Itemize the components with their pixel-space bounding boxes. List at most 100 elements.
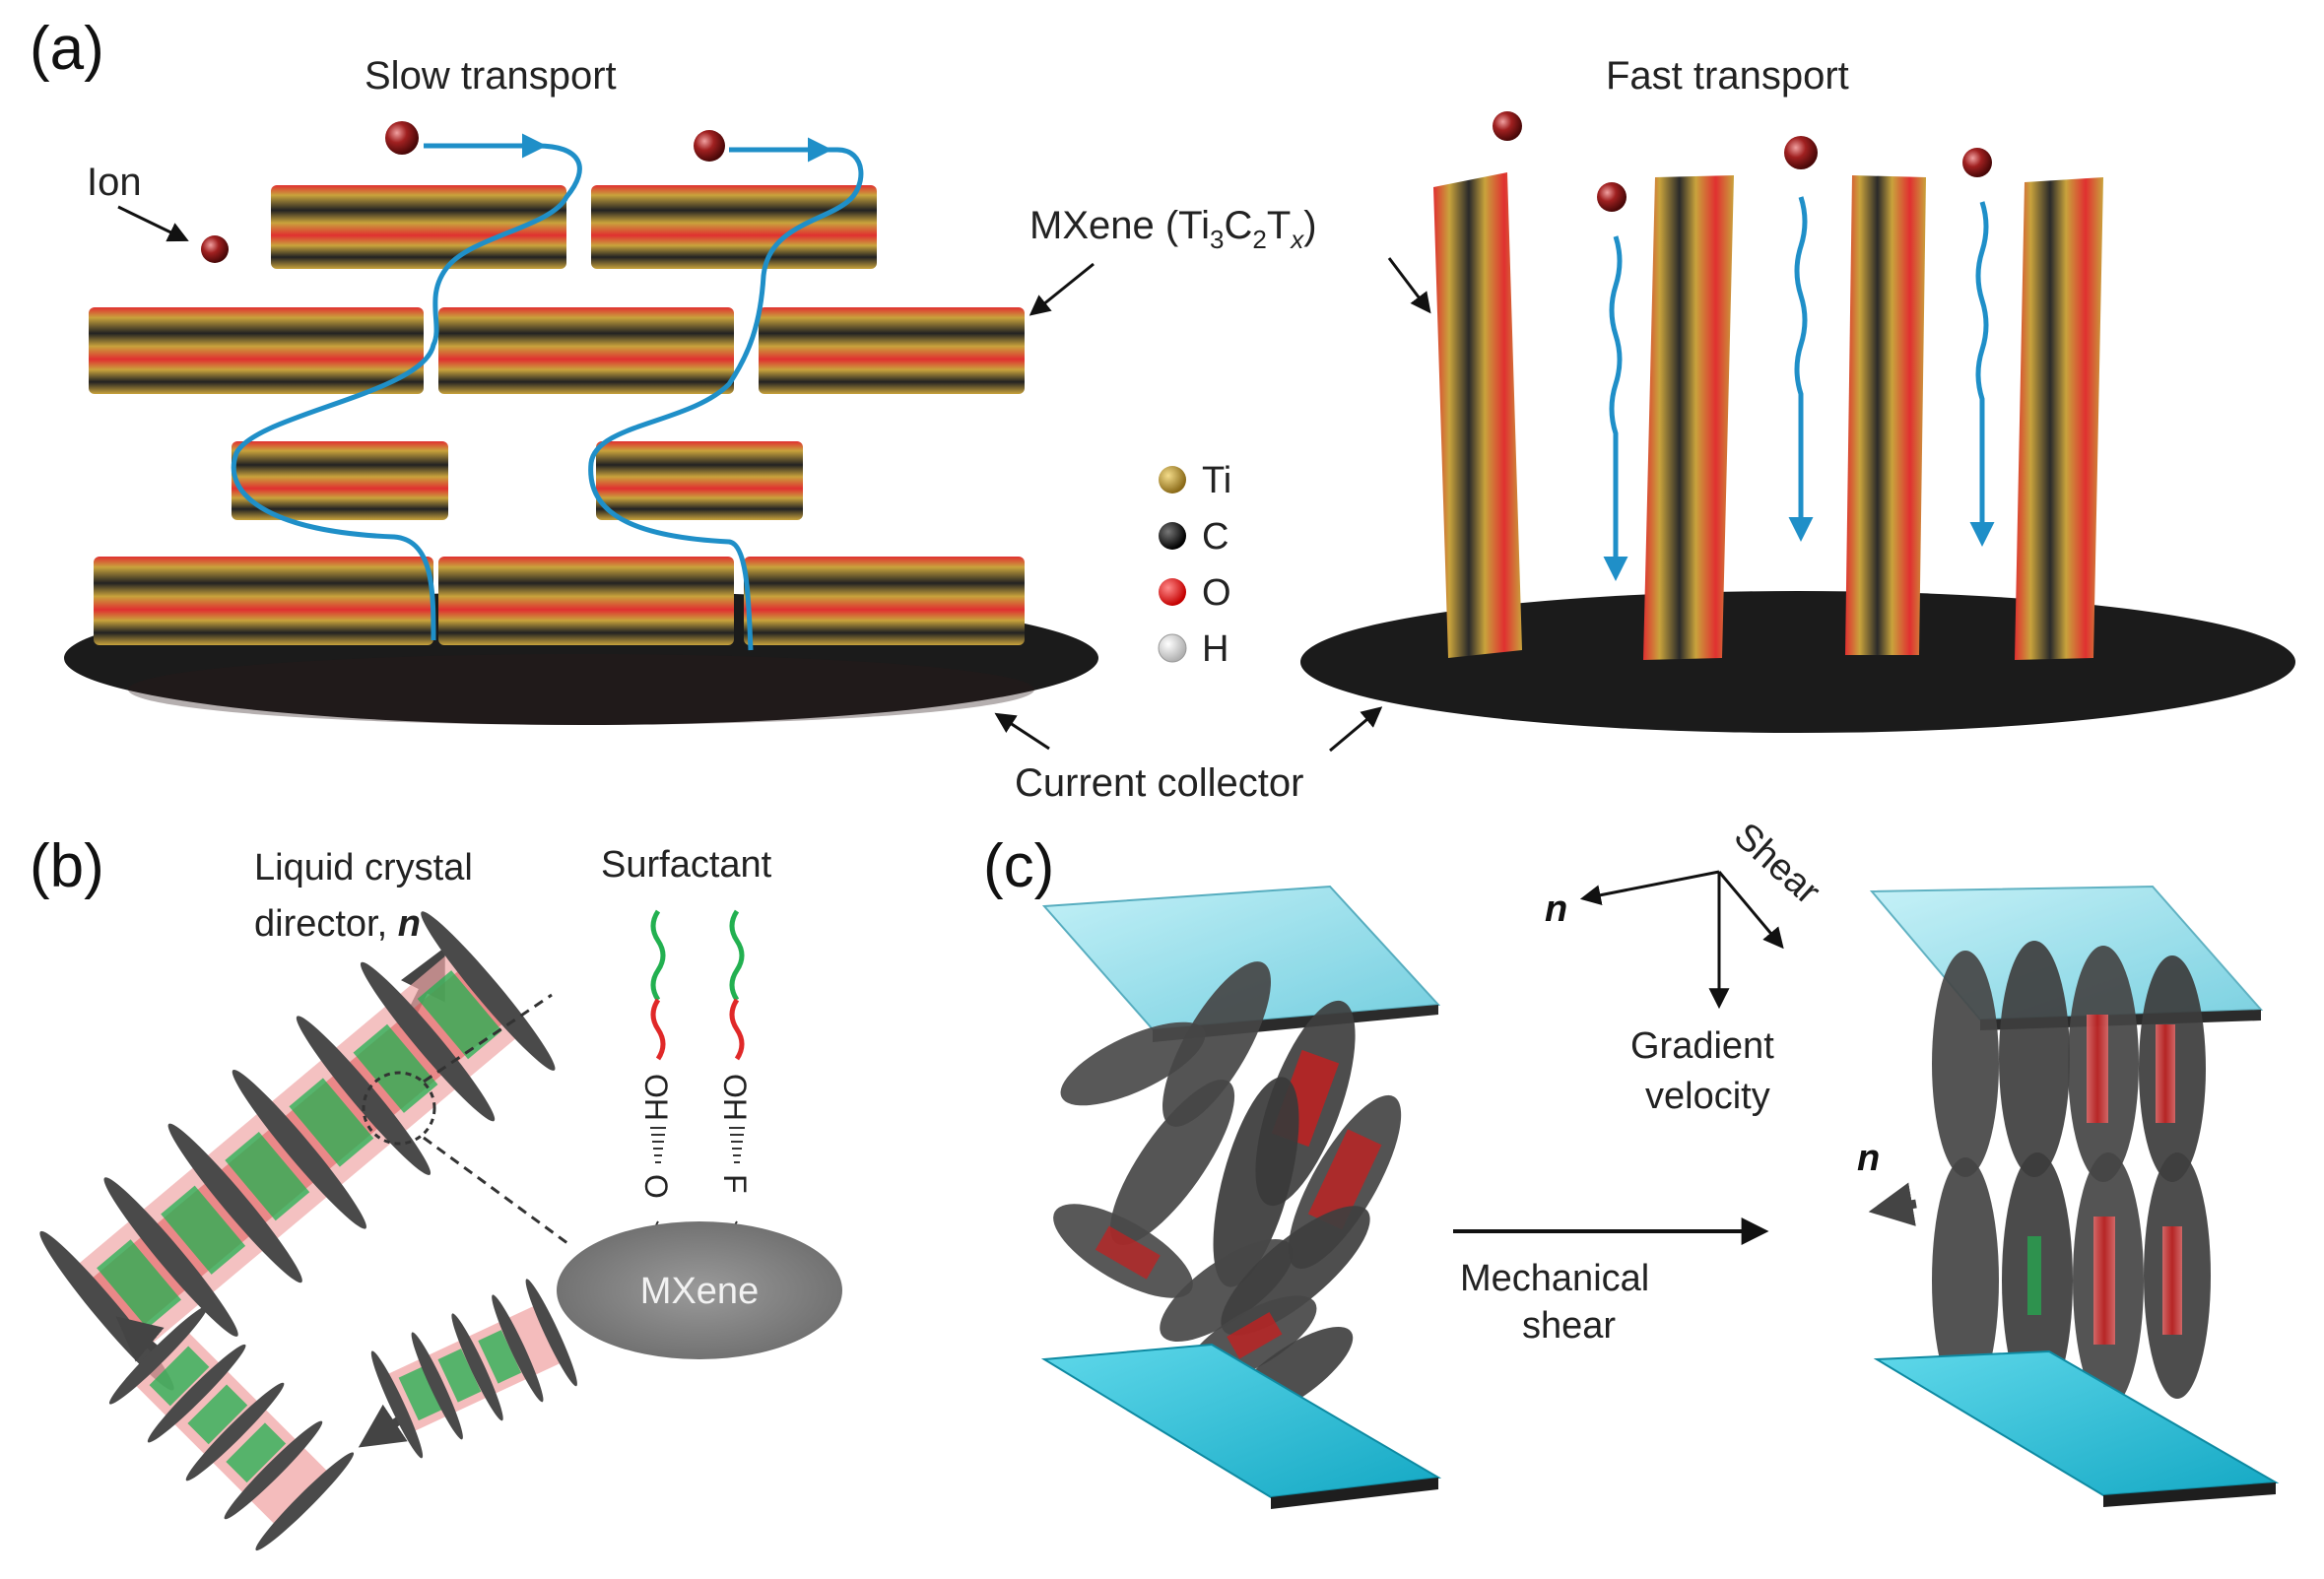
- panel-c: (c) Mechanical shear: [983, 815, 2280, 1509]
- small-director-arrow-2: [358, 1404, 408, 1448]
- gradient-velocity-line1: Gradient: [1630, 1025, 1774, 1067]
- lc-green-band: [417, 970, 502, 1060]
- axis-n-arrow: [1579, 870, 1720, 906]
- lc-disc: [1221, 1206, 1370, 1336]
- lc-disc: [232, 1069, 366, 1229]
- lc-red-core: [2156, 1024, 2175, 1123]
- lc-disc: [147, 1344, 246, 1443]
- mxene-flake-blob: [557, 1221, 842, 1359]
- director-label-text: director,: [254, 903, 398, 945]
- legend-h-dot: [1158, 633, 1187, 663]
- panel-b-tag: (b): [30, 832, 104, 900]
- panel-b: (b) Liquid crystal director, n Surfactan…: [30, 832, 842, 1551]
- ion-pointer-arrow: [117, 205, 189, 242]
- zoom-line-bottom: [423, 1136, 572, 1248]
- legend-h-label: H: [1202, 628, 1228, 670]
- lc-green-band: [226, 1422, 287, 1483]
- lc-column-large: [39, 911, 556, 1391]
- bottom-plate-left-edge: [1271, 1478, 1438, 1509]
- mxene-stacks-horizontal: [89, 185, 1025, 645]
- mechanical-shear-line2: shear: [1522, 1305, 1616, 1347]
- collector-pointer-right: [1329, 706, 1383, 753]
- lc-green-band: [353, 1023, 438, 1113]
- lc-green-band: [437, 1349, 482, 1403]
- ion-path-fast: [1788, 196, 1814, 542]
- bottom-plate-right-edge: [2103, 1482, 2276, 1507]
- small-director-arrow-1: [115, 1316, 165, 1362]
- mxene-stack: [438, 307, 734, 394]
- aligned-discs: [1932, 941, 2211, 1409]
- collector-left-reflection: [128, 654, 1034, 725]
- surfactant-molecules: OH OH O F: [638, 909, 753, 1254]
- lc-disc: [1109, 1080, 1235, 1245]
- lc-disc: [525, 1279, 577, 1387]
- ion-path-slow-2: [588, 147, 864, 651]
- legend-c-label: C: [1202, 516, 1228, 558]
- hbond-right: [729, 1127, 745, 1163]
- surfactant-tail-red: [650, 998, 666, 1061]
- surfactant-label: Surfactant: [601, 844, 772, 886]
- mxene-blob-label: MXene: [640, 1271, 759, 1312]
- ion-path-fast: [1969, 201, 1995, 547]
- lc-green-band: [2027, 1236, 2041, 1315]
- oxygen-terminal: O: [638, 1174, 674, 1199]
- current-collector-label: Current collector: [1015, 761, 1303, 805]
- mxene-stack: [596, 441, 803, 520]
- lc-disc: [1162, 961, 1271, 1127]
- lc-disc: [255, 1452, 355, 1551]
- ion-path-fast: [1603, 235, 1628, 581]
- mxene-stack: [94, 557, 433, 645]
- lc-disc: [1932, 951, 1999, 1177]
- lc-disc: [108, 1305, 208, 1405]
- ion-sphere: [1784, 136, 1818, 169]
- oh-group-right: OH: [717, 1074, 753, 1121]
- panel-a-tag: (a): [30, 15, 104, 83]
- ion-sphere: [201, 235, 229, 263]
- shear-axes: n Shear Gradient velocity: [1545, 815, 1828, 1117]
- lc-column-small-2: [370, 1279, 577, 1459]
- mxene-stack: [438, 557, 734, 645]
- lc-red-core: [2162, 1226, 2182, 1335]
- mechanical-shear-line1: Mechanical: [1460, 1258, 1649, 1299]
- lc-red-core: [1307, 1129, 1382, 1230]
- mxene-formula-t: T: [1267, 204, 1291, 247]
- mxene-stack: [89, 307, 424, 394]
- legend-ti-label: Ti: [1202, 460, 1231, 501]
- director-label-line1: Liquid crystal: [254, 847, 473, 888]
- lc-disc: [360, 961, 496, 1122]
- lc-disc-group: [39, 911, 556, 1391]
- lc-disc: [492, 1294, 544, 1403]
- lc-disc: [1213, 1077, 1299, 1287]
- mxene-formula-sub2: 2: [1252, 225, 1266, 254]
- panel-c-tag: (c): [983, 832, 1054, 900]
- lc-green-band: [225, 1132, 310, 1221]
- element-legend: Ti C O H: [1158, 460, 1231, 670]
- lc-green-band: [398, 1366, 442, 1421]
- legend-c-dot: [1159, 522, 1186, 550]
- mxene-formula-c: C: [1224, 204, 1252, 247]
- mxene-formula-label: MXene (Ti3C2Tx): [1029, 204, 1317, 254]
- mxene-vertical-stack: [1845, 175, 1926, 655]
- panel-a: (a) Slow transport Fast transport Ion: [30, 15, 2295, 805]
- lc-green-band: [478, 1330, 522, 1384]
- disordered-discs: [1053, 961, 1402, 1422]
- top-plate-right: [1869, 885, 2264, 1021]
- lc-disc: [1060, 1021, 1206, 1106]
- lc-green-band: [149, 1346, 210, 1407]
- surfactant-tail-green: [729, 909, 745, 1002]
- mxene-formula-subx: x: [1289, 225, 1304, 254]
- ion-sphere: [1597, 182, 1627, 212]
- lc-disc: [370, 1350, 424, 1459]
- axis-n-label: n: [1545, 888, 1567, 930]
- lc-red-core: [1095, 1225, 1161, 1280]
- mxene-stacks-vertical: [1433, 172, 2103, 660]
- ion-sphere: [694, 130, 725, 162]
- ion-label: Ion: [87, 161, 142, 204]
- mxene-formula-sub1: 3: [1210, 225, 1224, 254]
- lc-red-core: [2093, 1217, 2115, 1345]
- mxene-vertical-stack: [1433, 172, 1522, 658]
- surfactant-tail-green: [650, 909, 666, 1002]
- collector-pointer-left: [994, 712, 1050, 751]
- ion-path-slow-1: [231, 143, 582, 641]
